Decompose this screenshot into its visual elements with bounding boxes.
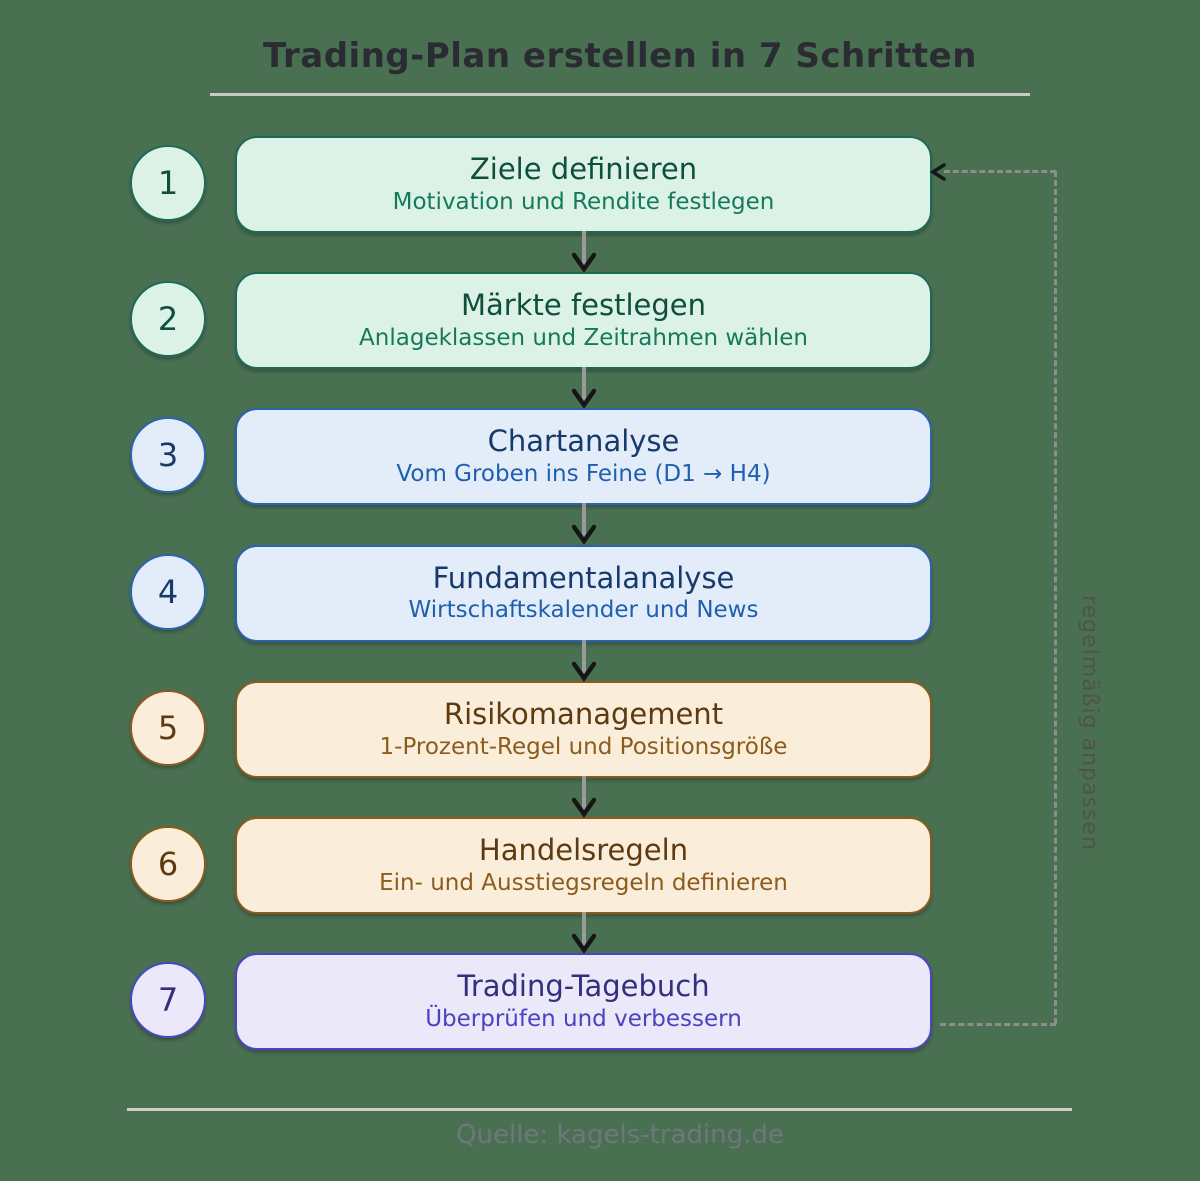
feedback-arrowhead-icon <box>929 163 946 181</box>
step-number: 1 <box>157 164 179 202</box>
down-arrow-icon <box>571 775 597 818</box>
step-title: Handelsregeln <box>478 832 689 867</box>
step-number: 4 <box>157 572 179 611</box>
step-number: 2 <box>157 300 179 339</box>
feedback-loop-line-top <box>944 170 1056 173</box>
step-number-badge: 1 <box>130 145 206 221</box>
title-divider <box>210 93 1030 96</box>
step-row: 5 Risikomanagement 1-Prozent-Regel und P… <box>0 680 1200 778</box>
step-subtitle: 1-Prozent-Regel und Positionsgröße <box>379 733 788 760</box>
step-subtitle: Anlageklassen und Zeitrahmen wählen <box>359 324 808 351</box>
step-row: 1 Ziele definieren Motivation und Rendit… <box>0 136 1200 233</box>
step-card: Chartanalyse Vom Groben ins Feine (D1 → … <box>235 408 932 506</box>
step-number-badge: 2 <box>130 281 206 358</box>
step-row: 3 Chartanalyse Vom Groben ins Feine (D1 … <box>0 408 1200 506</box>
page-title: Trading-Plan erstellen in 7 Schritten <box>263 36 977 76</box>
down-arrow-icon <box>571 503 597 546</box>
step-subtitle: Wirtschaftskalender und News <box>408 597 759 624</box>
step-row: 7 Trading-Tagebuch Überprüfen und verbes… <box>0 953 1200 1051</box>
step-title: Märkte festlegen <box>461 288 706 323</box>
step-number-badge: 6 <box>130 826 206 902</box>
step-card: Fundamentalanalyse Wirtschaftskalender u… <box>235 544 932 642</box>
step-number-badge: 5 <box>130 689 206 766</box>
down-arrow-icon <box>571 912 597 954</box>
source-caption: Quelle: kagels-trading.de <box>456 1120 784 1150</box>
step-number: 3 <box>157 436 179 475</box>
feedback-loop-line-vertical <box>1054 171 1057 1024</box>
step-card: Ziele definieren Motivation und Rendite … <box>235 136 932 233</box>
step-title: Ziele definieren <box>469 151 698 186</box>
step-title: Chartanalyse <box>487 424 680 459</box>
step-subtitle: Vom Groben ins Feine (D1 → H4) <box>396 461 771 488</box>
down-arrow-icon <box>571 231 597 273</box>
step-number: 5 <box>157 708 179 747</box>
step-title: Risikomanagement <box>443 696 724 731</box>
step-number: 7 <box>157 981 179 1020</box>
step-subtitle: Überprüfen und verbessern <box>425 1005 742 1032</box>
down-arrow-icon <box>571 639 597 682</box>
step-subtitle: Ein- und Ausstiegsregeln definieren <box>379 869 788 896</box>
step-title: Trading-Tagebuch <box>457 969 710 1004</box>
step-subtitle: Motivation und Rendite festlegen <box>392 188 775 215</box>
step-number-badge: 7 <box>130 962 206 1039</box>
step-row: 2 Märkte festlegen Anlageklassen und Zei… <box>0 272 1200 370</box>
down-arrow-icon <box>571 367 597 410</box>
step-number-badge: 4 <box>130 553 206 630</box>
step-row: 6 Handelsregeln Ein- und Ausstiegsregeln… <box>0 817 1200 914</box>
step-row: 4 Fundamentalanalyse Wirtschaftskalender… <box>0 544 1200 642</box>
feedback-loop-line-bottom <box>940 1023 1056 1026</box>
step-card: Trading-Tagebuch Überprüfen und verbesse… <box>235 953 932 1051</box>
step-card: Handelsregeln Ein- und Ausstiegsregeln d… <box>235 817 932 914</box>
footer-divider <box>127 1108 1072 1111</box>
step-number: 6 <box>157 845 179 883</box>
step-number-badge: 3 <box>130 417 206 494</box>
step-card: Märkte festlegen Anlageklassen und Zeitr… <box>235 272 932 370</box>
step-card: Risikomanagement 1-Prozent-Regel und Pos… <box>235 680 932 778</box>
feedback-label: regelmäßig anpassen <box>1077 595 1102 851</box>
step-title: Fundamentalanalyse <box>432 560 735 595</box>
